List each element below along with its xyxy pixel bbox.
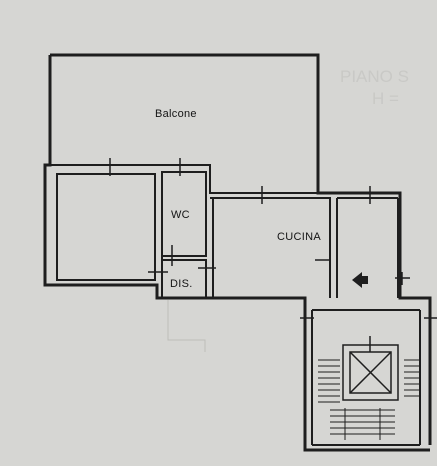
outer-walls: [43, 53, 432, 452]
door-ticks: [92, 158, 437, 319]
room-label-cucina: CUCINA: [277, 231, 321, 243]
room-label-dis: DIS.: [170, 278, 193, 290]
interior-walls: [50, 164, 421, 446]
faint-plan-title: PIANO S: [340, 67, 409, 86]
faint-plan-height: H =: [372, 89, 399, 108]
stair-treads: [318, 359, 420, 440]
entrance-arrow-icon: [352, 272, 368, 288]
elevator-shaft: [342, 336, 399, 401]
room-label-balcone: Balcone: [155, 108, 197, 120]
room-label-wc: WC: [171, 209, 190, 221]
